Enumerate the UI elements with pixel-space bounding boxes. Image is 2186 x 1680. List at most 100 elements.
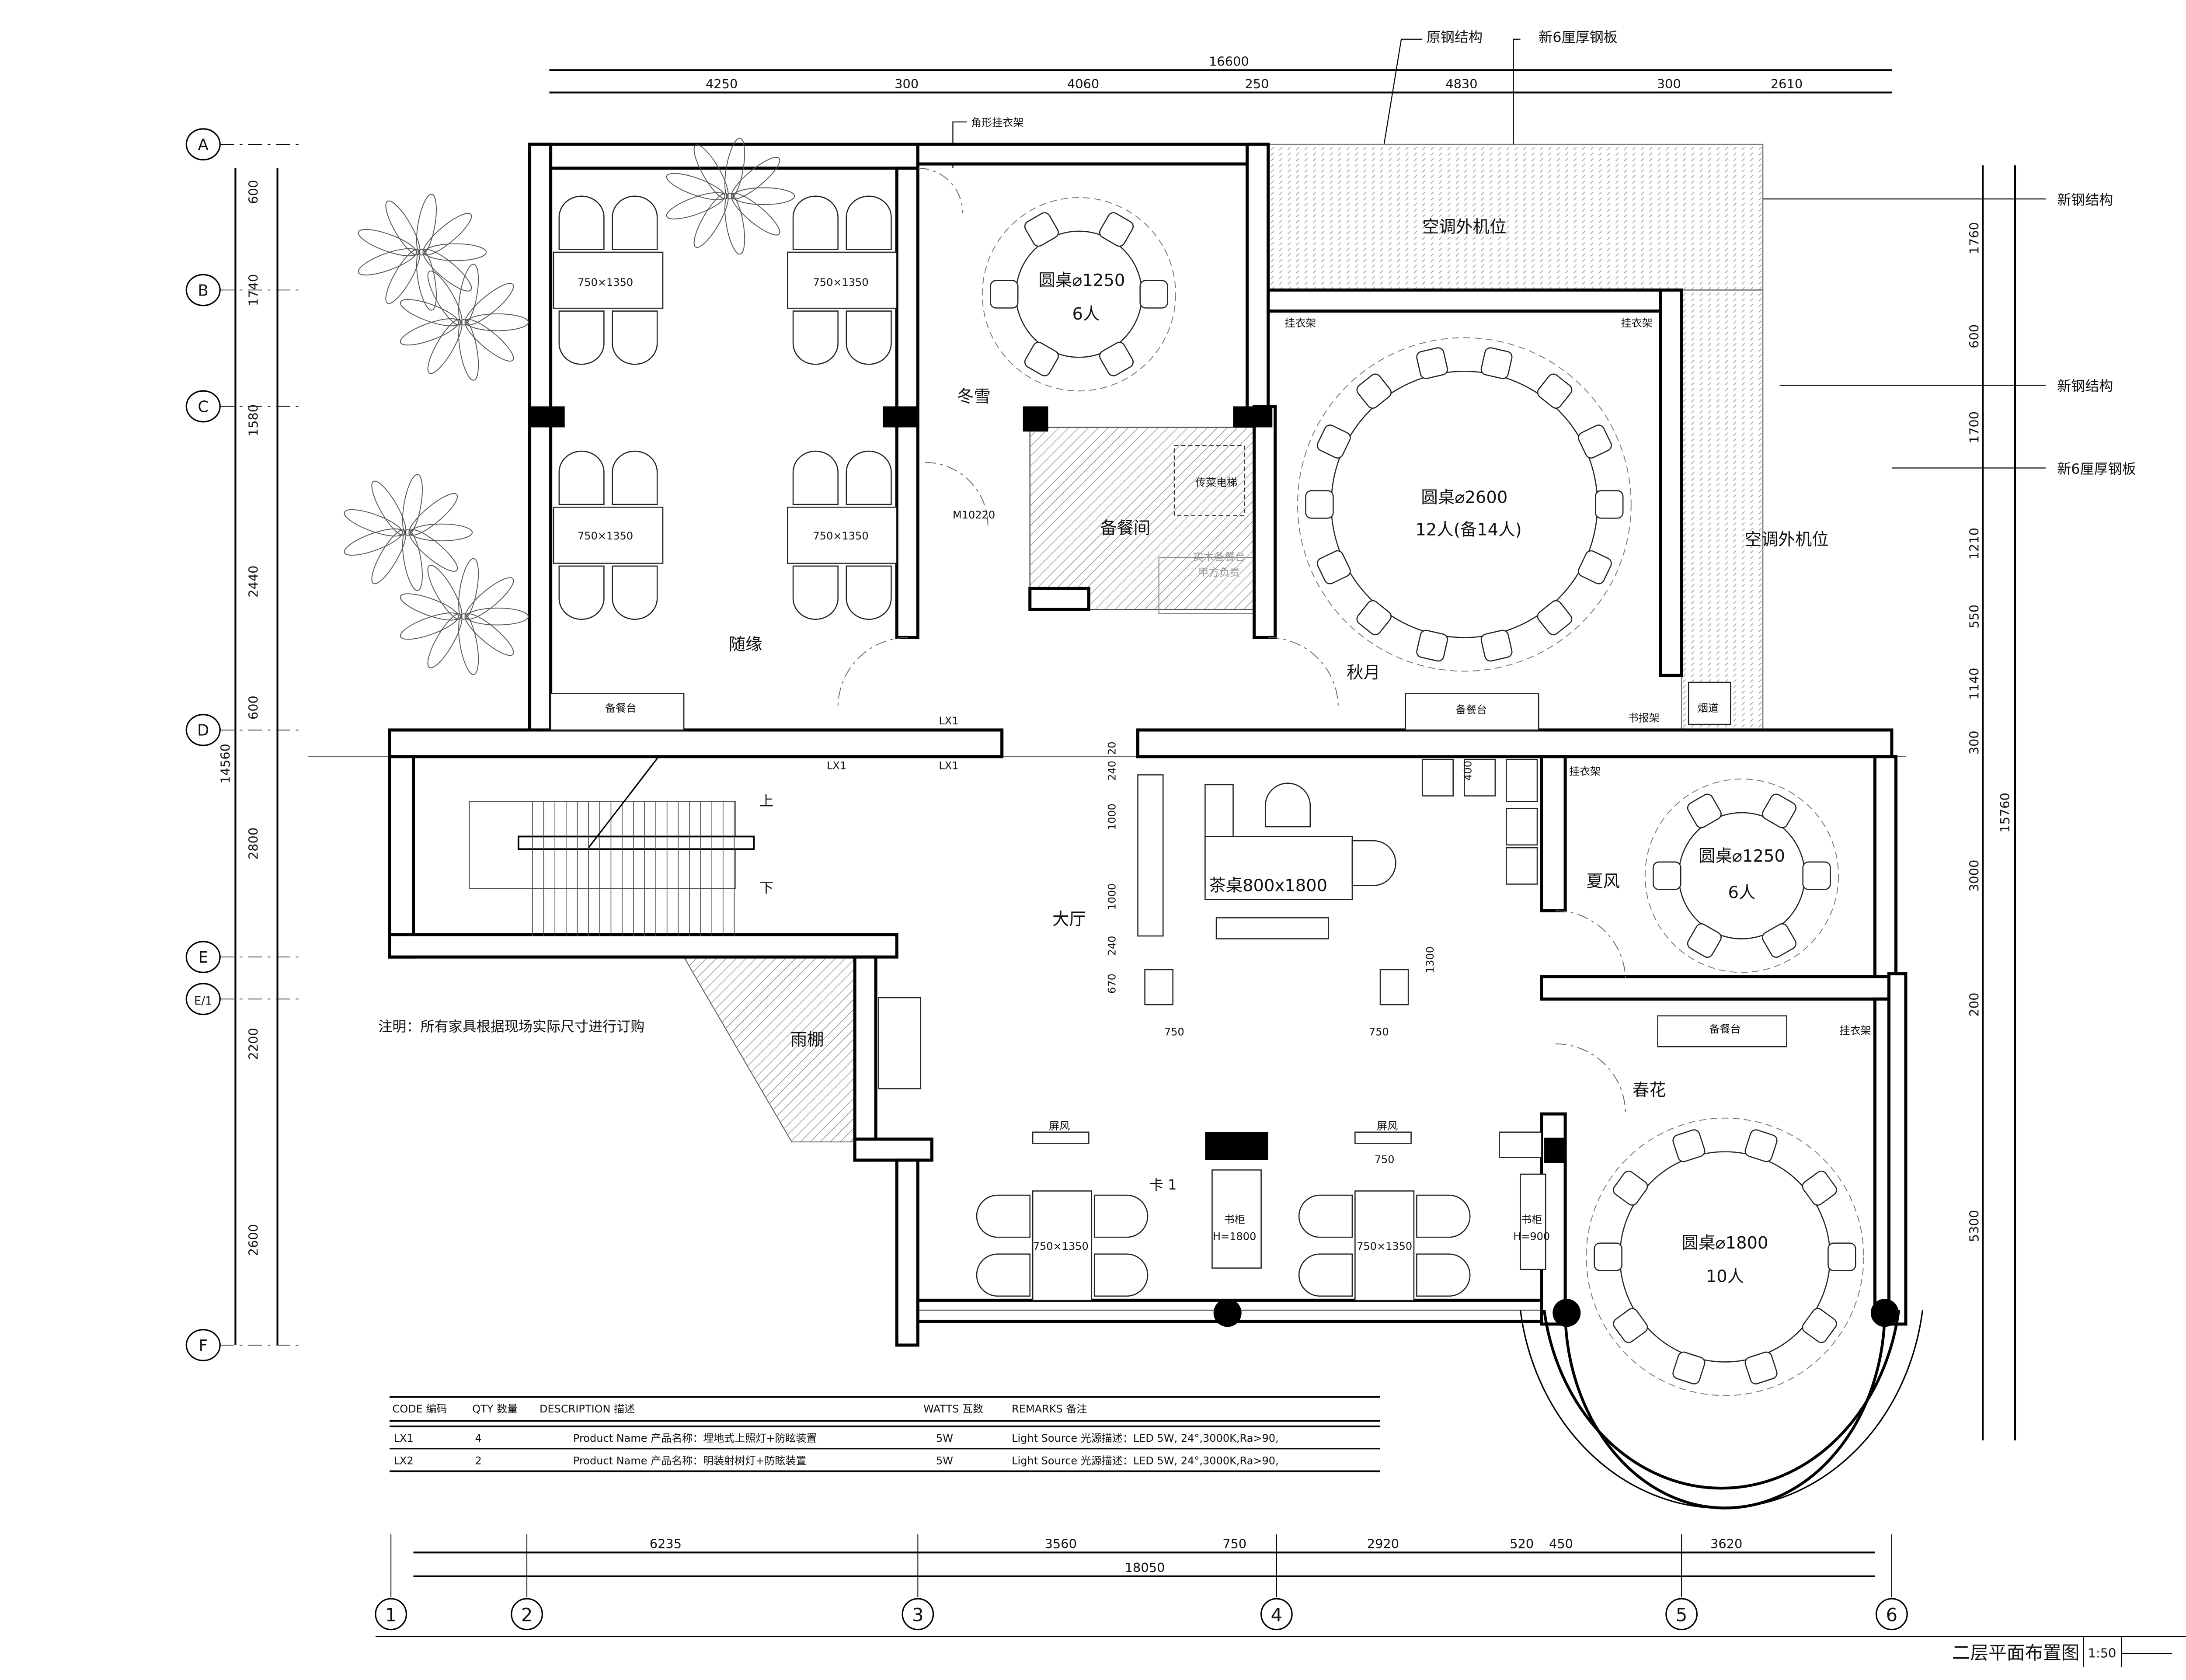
furniture-item — [1032, 1131, 1090, 1144]
furniture — [550, 195, 1864, 1396]
screen-label: 屏风 — [1049, 1120, 1070, 1132]
left-dimension-texts: 14560 600 1740 1580 2440 600 2800 2200 2… — [218, 180, 261, 1256]
dim: 1000 — [1106, 803, 1118, 830]
chair — [1578, 550, 1612, 584]
furniture-item — [1499, 1131, 1542, 1158]
room-xiafeng: 夏风 — [1586, 872, 1620, 891]
chair — [846, 450, 892, 505]
walls — [388, 143, 1924, 1510]
dim-bottom: 450 — [1549, 1537, 1573, 1551]
chair — [1827, 1242, 1856, 1271]
chair — [1802, 1308, 1837, 1343]
dining-table-4 — [787, 195, 898, 365]
dim-top: 250 — [1245, 77, 1269, 91]
grid-col-bubble: 6 — [1876, 1534, 1908, 1631]
legend-watts: 5W — [936, 1454, 953, 1467]
grid-col-label: 2 — [521, 1604, 533, 1625]
light-lx1: LX1 — [939, 760, 958, 772]
counter-note: 甲方负责 — [1198, 566, 1240, 578]
legend-qty: 4 — [475, 1432, 482, 1444]
room-canopy: 雨棚 — [790, 1030, 824, 1050]
chair — [558, 310, 605, 365]
dim: 240 — [1106, 761, 1118, 781]
legend-code: LX2 — [394, 1454, 414, 1467]
furniture-item — [1354, 1131, 1412, 1144]
legend-header: QTY 数量 — [472, 1403, 518, 1415]
card-label: 卡 1 — [1149, 1176, 1177, 1193]
dim-top: 300 — [895, 77, 919, 91]
table-size: 750×1350 — [1033, 1240, 1089, 1252]
grid-row-bubble: B — [185, 274, 302, 306]
room-hall: 大厅 — [1052, 909, 1086, 929]
tea-chair — [1351, 840, 1396, 886]
new-steel-label: 新钢结构 — [2057, 378, 2113, 394]
title-block: 二层平面布置图 1:50 — [375, 1636, 2186, 1668]
chair — [612, 195, 658, 250]
table-size: 750×1350 — [813, 276, 869, 289]
chair — [1802, 1170, 1837, 1206]
chair — [1416, 1194, 1471, 1238]
light-lx1: LX1 — [939, 715, 958, 727]
legend-header: REMARKS 备注 — [1012, 1403, 1087, 1415]
chair — [792, 565, 839, 620]
round-table — [982, 197, 1177, 392]
dim-left: 600 — [246, 696, 261, 720]
cabinet-label: 书柜 — [1224, 1214, 1245, 1226]
furniture-item — [1464, 758, 1496, 797]
grid-row-label: F — [199, 1337, 208, 1355]
chair — [1316, 424, 1351, 459]
counter-label: 备餐台 — [605, 702, 637, 714]
furniture-item — [1405, 693, 1539, 731]
chair — [1298, 1194, 1353, 1238]
chair — [558, 195, 605, 250]
lift-shaft — [1173, 445, 1245, 516]
dim-bottom: 3620 — [1710, 1537, 1742, 1551]
legend-header: DESCRIPTION 描述 — [540, 1403, 635, 1415]
chair — [1356, 600, 1392, 636]
dim-left: 2800 — [246, 828, 261, 859]
furniture-item — [878, 997, 922, 1089]
legend-header: CODE 编码 — [392, 1403, 447, 1415]
chair — [612, 310, 658, 365]
dim: 750 — [1369, 1026, 1389, 1038]
dim-top: 300 — [1657, 77, 1681, 91]
tea-chair — [1264, 783, 1311, 828]
new-steel-label: 新钢结构 — [2057, 191, 2113, 208]
new-plate-label: 新6厘厚钢板 — [1539, 29, 1618, 45]
dim-right: 600 — [1967, 324, 1982, 348]
chair — [846, 310, 892, 365]
room-dongxue: 冬雪 — [957, 387, 991, 407]
plant-icon — [400, 264, 529, 381]
dim-left: 1580 — [246, 404, 261, 436]
chair — [1093, 1194, 1149, 1238]
grid-row-label: D — [197, 722, 209, 740]
furniture-item — [550, 693, 685, 731]
furniture-item — [1506, 808, 1538, 846]
chair — [1024, 212, 1059, 247]
counter-label: 备餐台 — [1709, 1023, 1740, 1035]
dim-right: 1210 — [1967, 528, 1982, 560]
counter-label: 备餐台 — [1455, 703, 1487, 716]
chair — [1744, 1129, 1778, 1162]
new-plate-label: 新6厘厚钢板 — [2057, 460, 2136, 477]
chair — [1762, 793, 1797, 828]
dining-table-4 — [553, 195, 664, 365]
room-suiyuan: 随缘 — [729, 635, 762, 654]
chair — [1744, 1351, 1778, 1384]
chair — [1537, 600, 1573, 636]
dim-top-total: 16600 — [1209, 54, 1249, 69]
grid-row-bubble: F — [185, 1329, 302, 1361]
grid-col-bubble: 5 — [1665, 1534, 1698, 1631]
chair — [792, 195, 839, 250]
legend-remarks: Light Source 光源描述：LED 5W, 24°,3000K,Ra>9… — [1012, 1432, 1279, 1444]
flue-label: 烟道 — [1698, 702, 1719, 714]
bottom-dimension-texts: 18050 6235 3560 750 2920 520 450 3620 — [650, 1537, 1743, 1575]
dim-left: 2600 — [246, 1224, 261, 1256]
grid-row-label: A — [198, 136, 209, 154]
chair — [1139, 280, 1168, 309]
dim: 400 — [1462, 761, 1474, 781]
cabinet-height: H=900 — [1513, 1231, 1550, 1243]
plant-icon — [666, 138, 795, 255]
grid-row-label: C — [198, 398, 209, 416]
